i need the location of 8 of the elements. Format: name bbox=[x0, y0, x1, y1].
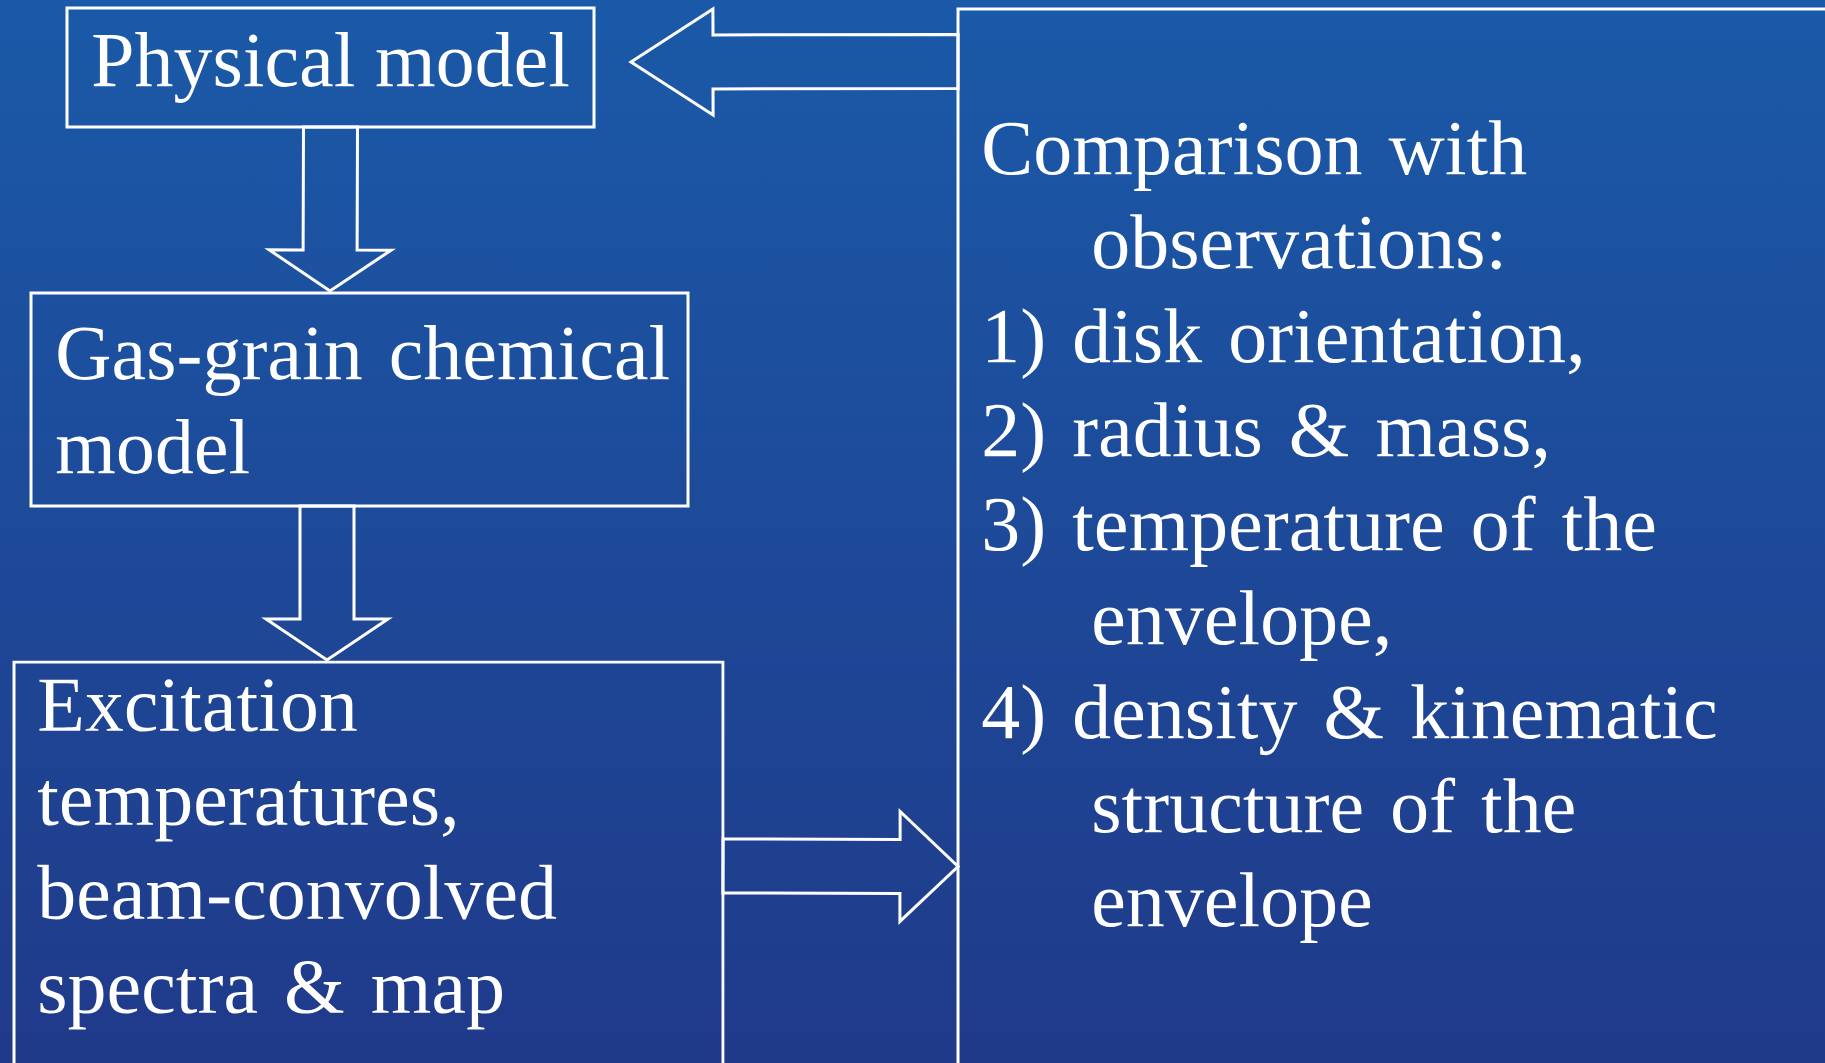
block-arrow bbox=[628, 6, 960, 118]
process-box: Comparison with observations: 1) disk orientation, 2) radius & mass, 3) temperature of the envelope, 4) density & kinematic structure of the envelope bbox=[956, 7, 1825, 1063]
block-arrow bbox=[721, 807, 961, 925]
block-arrow bbox=[261, 504, 393, 662]
process-box: Excitation temperatures, beam-convolved spectra & map bbox=[12, 660, 725, 1063]
block-arrow bbox=[264, 125, 397, 293]
process-box: Gas-grain chemical model bbox=[29, 291, 690, 508]
process-box: Physical model bbox=[65, 6, 596, 129]
